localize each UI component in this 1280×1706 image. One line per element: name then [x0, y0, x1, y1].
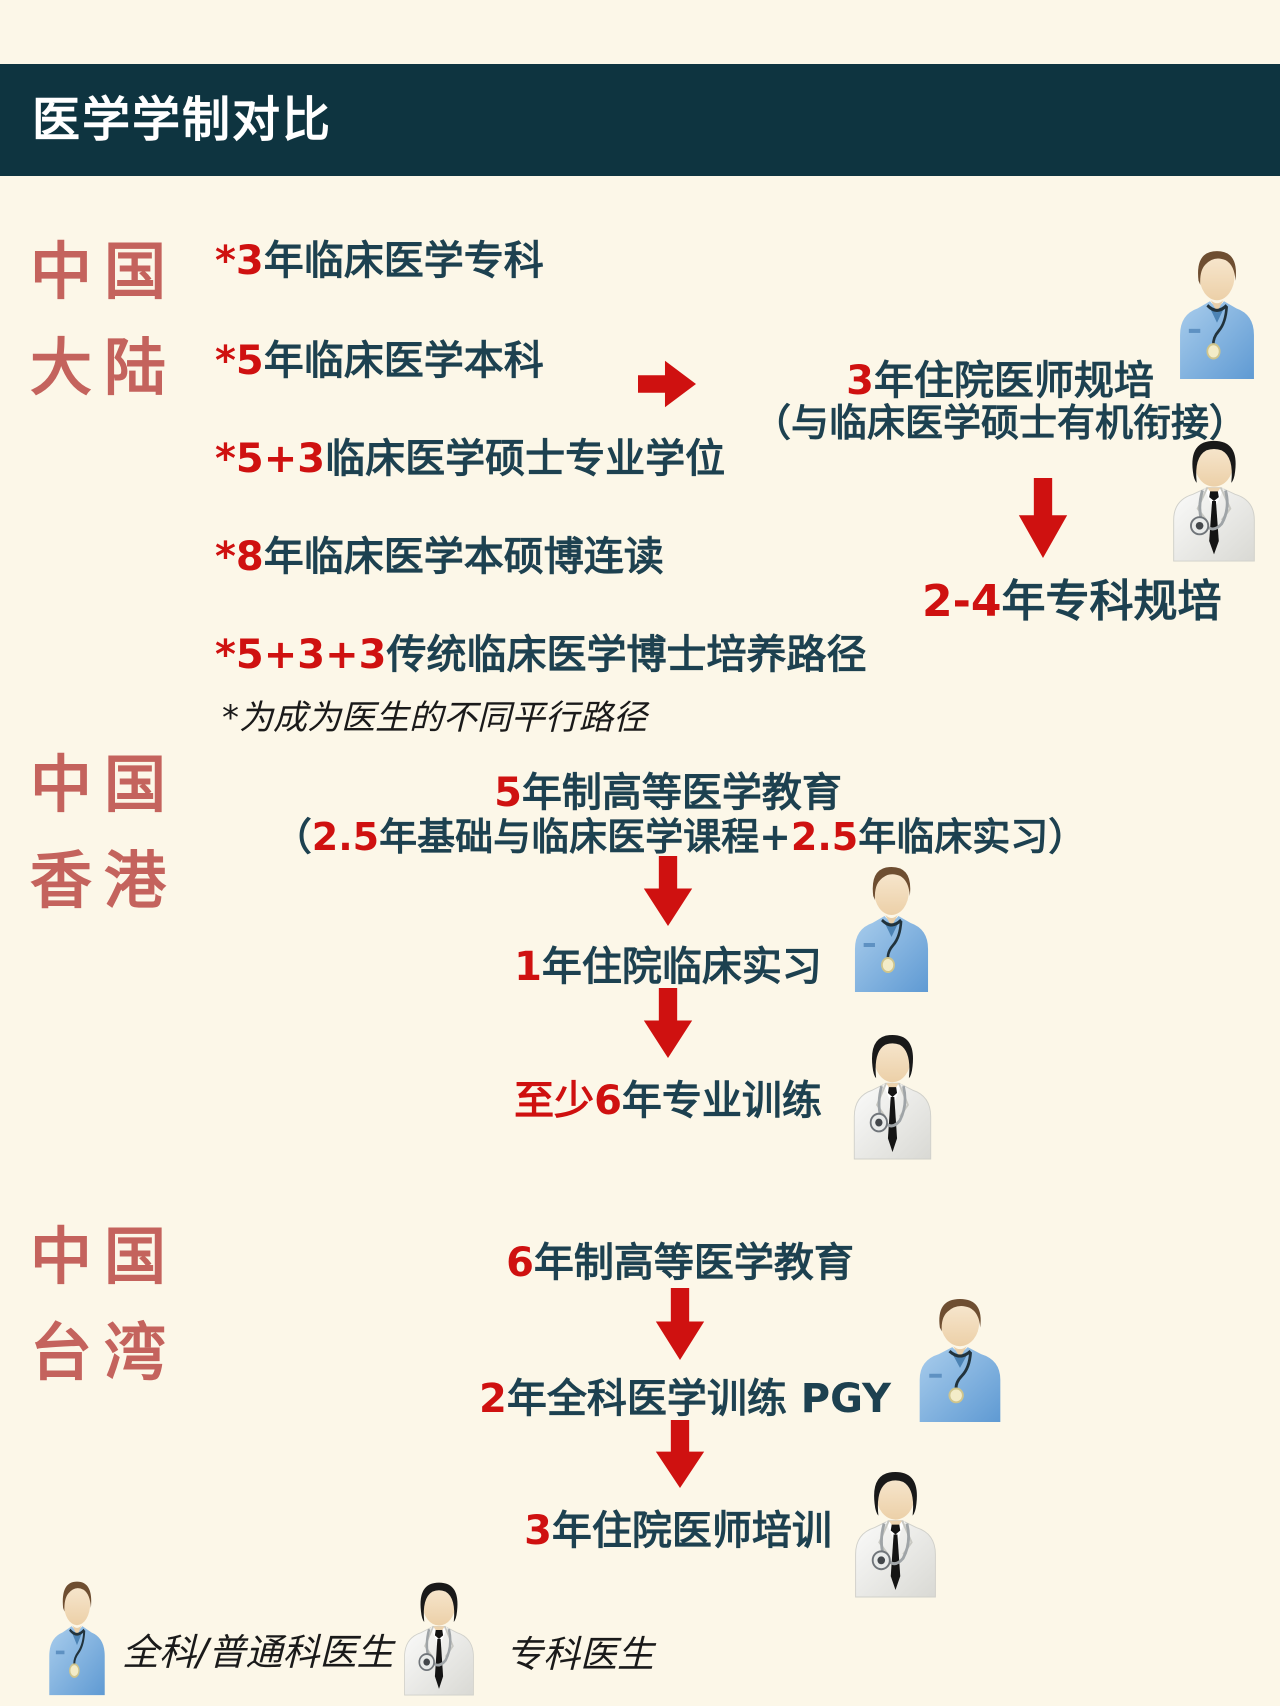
legend-specialist-label: 专科医生 [506, 1633, 654, 1676]
tw-pgy-training: 2年全科医学训练 PGY [478, 1376, 892, 1422]
section-label-line: 中国 [30, 235, 179, 308]
mainland-residency-subtitle: （与临床医学硕士有机衔接） [752, 401, 1248, 445]
footnote-parallel-paths: *为成为医生的不同平行路径 [222, 698, 647, 738]
header-bar: 医学学制对比 [0, 64, 1280, 176]
hk-professional-training: 至少6年专业训练 [514, 1078, 822, 1124]
section-label-taiwan: 中国 台湾 [30, 1209, 178, 1401]
list-item-5plus3-master: *5+3临床医学硕士专业学位 [215, 436, 726, 482]
page-title: 医学学制对比 [32, 92, 333, 148]
tw-education-title: 6年制高等医学教育 [506, 1240, 854, 1286]
gp-doctor-icon [47, 1580, 107, 1696]
section-label-line: 中国 [30, 1220, 179, 1293]
tw-residency-training: 3年住院医师培训 [524, 1508, 832, 1554]
section-label-mainland: 中国 大陆 [30, 224, 178, 416]
list-item-8yr-md-phd: *8年临床医学本硕博连读 [215, 534, 664, 580]
list-item-5yr-bachelor: *5年临床医学本科 [215, 338, 544, 384]
mainland-specialist-training: 2-4年专科规培 [922, 576, 1222, 627]
arrow-down-icon [1018, 478, 1068, 558]
section-label-line: 香港 [30, 844, 179, 917]
list-item-5plus3plus3: *5+3+3传统临床医学博士培养路径 [215, 632, 867, 678]
section-label-line: 台湾 [30, 1316, 179, 1389]
hk-education-title: 5年制高等医学教育 [494, 770, 842, 816]
specialist-doctor-icon [854, 1470, 937, 1598]
arrow-down-icon [655, 1288, 705, 1360]
gp-doctor-icon [918, 1297, 1002, 1423]
hk-internship: 1年住院临床实习 [514, 944, 822, 990]
legend-gp-label: 全科/普通科医生 [122, 1631, 394, 1674]
section-label-line: 中国 [30, 748, 179, 821]
arrow-down-icon [643, 856, 693, 926]
specialist-doctor-icon [403, 1581, 475, 1696]
specialist-doctor-icon [1172, 439, 1256, 562]
section-label-line: 大陆 [30, 331, 179, 404]
gp-doctor-icon [1178, 249, 1256, 380]
arrow-down-icon [643, 988, 693, 1058]
list-item-3yr-college: *3年临床医学专科 [215, 238, 544, 284]
arrow-right-icon [638, 360, 696, 408]
hk-education-subtitle: （2.5年基础与临床医学课程+2.5年临床实习） [273, 815, 1087, 859]
arrow-down-icon [655, 1420, 705, 1488]
gp-doctor-icon [853, 865, 930, 993]
mainland-residency-title: 3年住院医师规培 [846, 358, 1154, 404]
section-label-hongkong: 中国 香港 [30, 737, 178, 929]
specialist-doctor-icon [852, 1033, 933, 1160]
